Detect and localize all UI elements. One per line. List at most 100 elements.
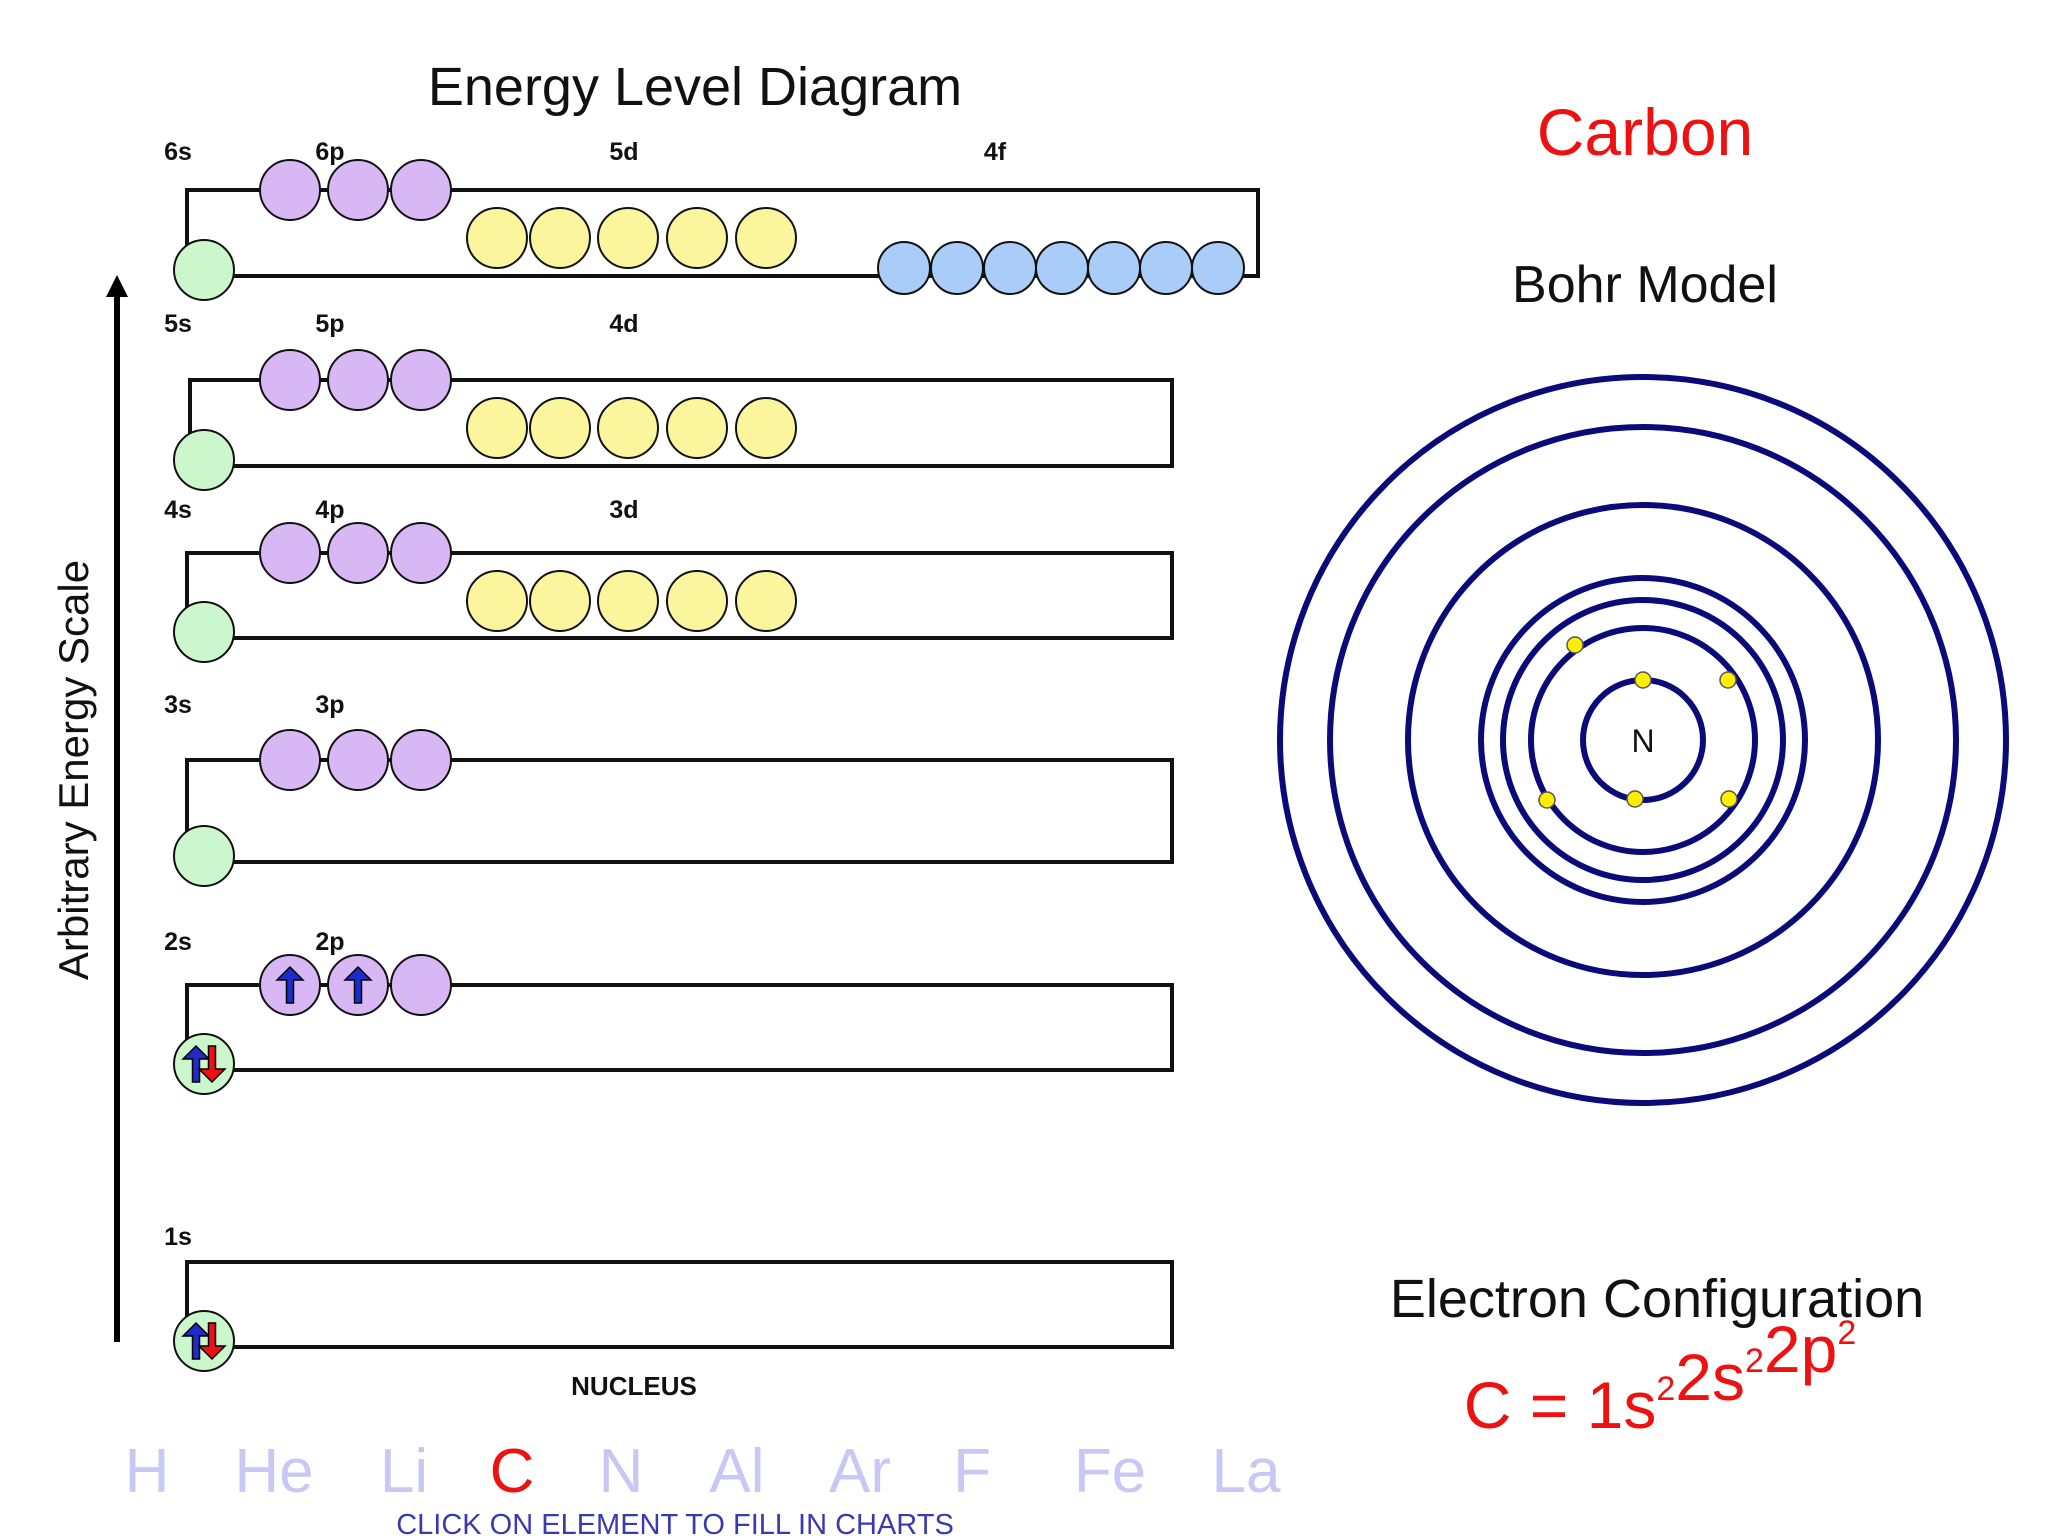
energy-level-box xyxy=(185,1260,1174,1349)
orbital-box[interactable] xyxy=(735,570,797,632)
orbital-box[interactable] xyxy=(529,397,591,459)
orbital-box[interactable] xyxy=(466,207,528,269)
element-button-c[interactable]: C xyxy=(490,1437,535,1506)
diagram-title: Energy Level Diagram xyxy=(428,57,962,117)
orbital-box[interactable] xyxy=(327,729,389,791)
orbital-box[interactable] xyxy=(327,349,389,411)
orbital-5d: 5d xyxy=(466,138,797,269)
orbital-box[interactable] xyxy=(259,729,321,791)
config-superscript: 2 xyxy=(1837,1314,1856,1352)
orbital-label: 4f xyxy=(984,138,1007,166)
element-button-li[interactable]: Li xyxy=(380,1437,428,1506)
spin-up-arrow xyxy=(181,1321,211,1360)
orbital-box[interactable] xyxy=(259,522,321,584)
orbital-box[interactable] xyxy=(666,570,728,632)
orbital-box[interactable] xyxy=(1139,241,1193,295)
orbital-box[interactable] xyxy=(529,207,591,269)
orbital-box[interactable] xyxy=(390,159,452,221)
orbital-box[interactable] xyxy=(390,522,452,584)
orbital-box[interactable] xyxy=(259,349,321,411)
orbital-box[interactable] xyxy=(327,522,389,584)
orbital-1s: 1s xyxy=(164,1223,235,1372)
orbital-box[interactable] xyxy=(666,207,728,269)
orbital-label: 5s xyxy=(164,310,192,338)
orbital-box[interactable] xyxy=(466,397,528,459)
orbital-box[interactable] xyxy=(666,397,728,459)
bohr-electron xyxy=(1720,790,1738,808)
orbital-box[interactable] xyxy=(1087,241,1141,295)
orbital-box[interactable] xyxy=(930,241,984,295)
orbital-box[interactable] xyxy=(173,239,235,301)
orbital-box[interactable] xyxy=(173,1310,235,1372)
config-orbital: 1s xyxy=(1587,1368,1657,1442)
orbital-box[interactable] xyxy=(173,825,235,887)
element-button-al[interactable]: Al xyxy=(709,1437,764,1506)
orbital-box[interactable] xyxy=(390,349,452,411)
orbital-box[interactable] xyxy=(173,429,235,491)
bohr-shell-4 xyxy=(1478,575,1808,905)
orbital-box[interactable] xyxy=(529,570,591,632)
orbital-3s: 3s xyxy=(164,691,235,887)
orbital-5p: 5p xyxy=(259,310,452,411)
orbital-box[interactable] xyxy=(597,207,659,269)
orbital-box[interactable] xyxy=(259,159,321,221)
bohr-shell-5 xyxy=(1405,502,1881,978)
orbital-label: 4p xyxy=(315,496,344,524)
orbital-2p: 2p xyxy=(259,928,452,1016)
orbital-box[interactable] xyxy=(327,159,389,221)
instruction-text: CLICK ON ELEMENT TO FILL IN CHARTS xyxy=(396,1509,954,1536)
element-button-fe[interactable]: Fe xyxy=(1074,1437,1146,1506)
energy-level-box xyxy=(185,551,1174,640)
element-button-n[interactable]: N xyxy=(599,1437,644,1506)
bohr-shell-6 xyxy=(1327,424,1959,1056)
bohr-title: Bohr Model xyxy=(1512,256,1778,314)
spin-up-arrow xyxy=(275,965,305,1004)
spin-up-arrow xyxy=(343,965,373,1004)
orbital-box[interactable] xyxy=(877,241,931,295)
axis-label: Arbitrary Energy Scale xyxy=(50,560,97,980)
electron-configuration: C = 1s22s22p2 xyxy=(1464,1312,1857,1442)
nucleus-label: NUCLEUS xyxy=(571,1371,697,1401)
orbital-box[interactable] xyxy=(390,954,452,1016)
orbital-2s: 2s xyxy=(164,928,235,1095)
element-button-la[interactable]: La xyxy=(1212,1437,1281,1506)
energy-axis-arrowhead xyxy=(106,275,128,297)
orbital-box[interactable] xyxy=(735,397,797,459)
orbital-label: 4d xyxy=(609,310,638,338)
element-button-he[interactable]: He xyxy=(234,1437,313,1506)
orbital-6p: 6p xyxy=(259,138,452,221)
orbital-box[interactable] xyxy=(390,729,452,791)
orbital-box[interactable] xyxy=(597,570,659,632)
spin-up-arrow xyxy=(181,1044,211,1083)
orbital-box[interactable] xyxy=(1035,241,1089,295)
orbital-3p: 3p xyxy=(259,691,452,791)
orbital-6s: 6s xyxy=(164,138,235,301)
orbital-label: 4s xyxy=(164,496,192,524)
spin-down-arrow xyxy=(197,1322,227,1361)
orbital-box[interactable] xyxy=(983,241,1037,295)
bohr-electron xyxy=(1626,790,1644,808)
element-button-h[interactable]: H xyxy=(125,1437,170,1506)
orbital-box[interactable] xyxy=(466,570,528,632)
config-superscript: 2 xyxy=(1745,1342,1764,1380)
orbital-3d: 3d xyxy=(466,496,797,632)
orbital-box[interactable] xyxy=(1191,241,1245,295)
energy-axis: Arbitrary Energy Scale xyxy=(50,275,128,1342)
orbital-4p: 4p xyxy=(259,496,452,584)
orbital-box[interactable] xyxy=(597,397,659,459)
orbital-box[interactable] xyxy=(173,601,235,663)
energy-level-4: 4s 4p 3d xyxy=(164,496,1174,663)
element-button-ar[interactable]: Ar xyxy=(829,1437,891,1506)
energy-level-box xyxy=(185,983,1174,1072)
orbital-box[interactable] xyxy=(735,207,797,269)
config-symbol: C xyxy=(1464,1368,1512,1442)
orbital-box[interactable] xyxy=(173,1033,235,1095)
energy-level-box xyxy=(185,758,1174,864)
orbital-label: 3p xyxy=(315,691,344,719)
bohr-electron xyxy=(1634,671,1652,689)
config-title: Electron Configuration xyxy=(1390,1269,1924,1329)
spin-down-arrow xyxy=(197,1045,227,1084)
element-button-f[interactable]: F xyxy=(953,1437,991,1506)
